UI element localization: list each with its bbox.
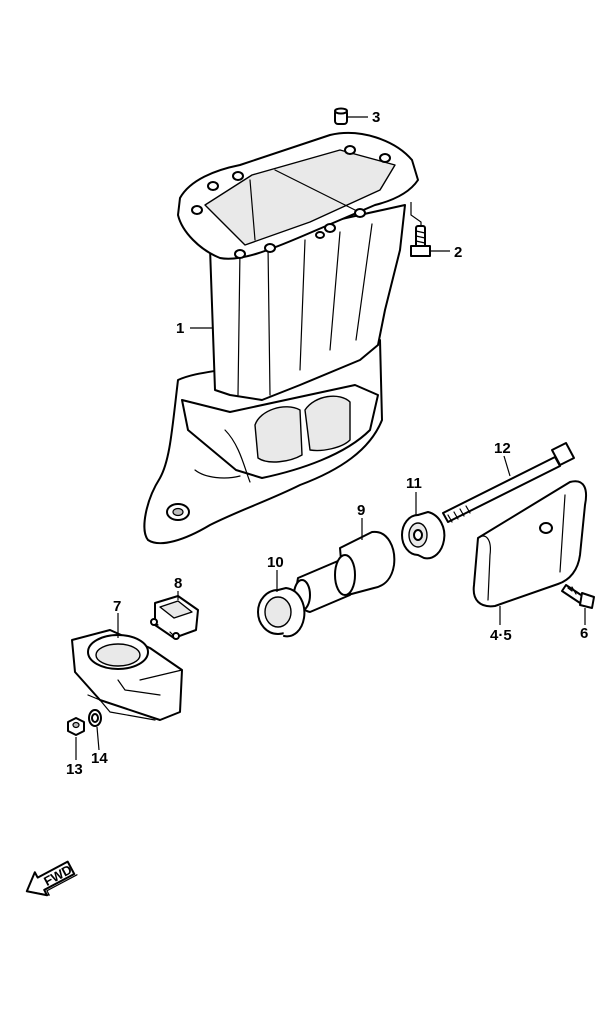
bolt-part-6[interactable] xyxy=(561,584,595,609)
callout-2: 2 xyxy=(454,244,462,261)
washer-part-14[interactable] xyxy=(88,709,102,727)
cover-part-4-5[interactable] xyxy=(472,480,588,608)
forward-arrow-icon: FWD xyxy=(25,860,78,897)
callout-11: 11 xyxy=(406,475,422,492)
bracket-part-8[interactable] xyxy=(150,595,199,640)
callout-9: 9 xyxy=(357,502,365,519)
callout-3: 3 xyxy=(372,109,380,126)
flange-bolt-holes xyxy=(191,145,391,259)
bolt-part-2[interactable] xyxy=(410,225,431,257)
mount-rubber-part-9[interactable] xyxy=(293,530,396,613)
leader-lines xyxy=(75,116,586,760)
callout-14: 14 xyxy=(91,750,108,767)
driveshaft-housing[interactable] xyxy=(143,131,419,545)
pin-part-3[interactable] xyxy=(334,107,348,125)
bushing-part-11[interactable] xyxy=(401,511,446,560)
callout-1: 1 xyxy=(176,320,184,337)
callout-6: 6 xyxy=(580,625,588,642)
long-bolt-part-12[interactable] xyxy=(442,442,575,523)
callout-8: 8 xyxy=(174,575,182,592)
flange-inner-opening xyxy=(204,149,396,246)
callout-12: 12 xyxy=(494,440,511,457)
callout-4-5: 4·5 xyxy=(490,627,512,644)
callout-10: 10 xyxy=(267,554,284,571)
callout-13: 13 xyxy=(66,761,83,778)
nut-part-13[interactable] xyxy=(67,717,85,736)
callout-7: 7 xyxy=(113,598,121,615)
mount-bracket-part-7[interactable] xyxy=(71,629,183,721)
ring-part-10[interactable] xyxy=(257,587,306,638)
